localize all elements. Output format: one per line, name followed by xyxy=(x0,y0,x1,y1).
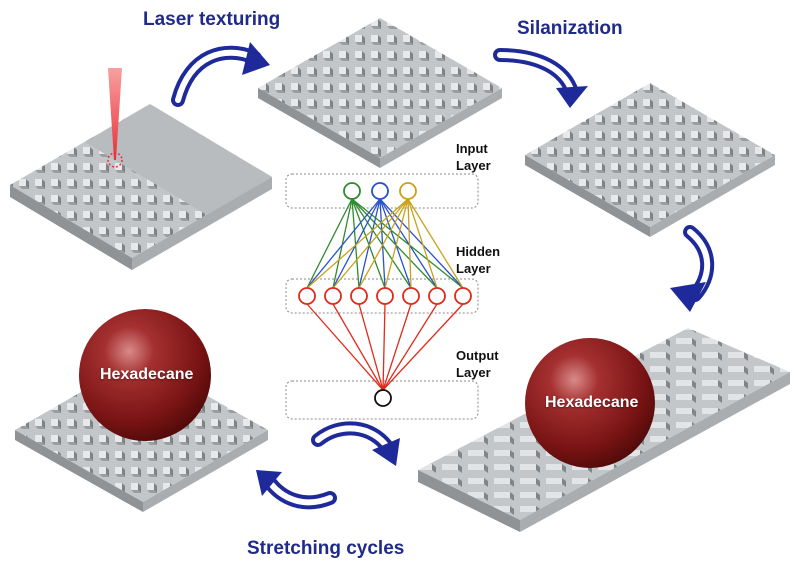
input-hidden-edge xyxy=(332,198,409,289)
input-hidden-edge xyxy=(407,198,464,289)
output-layer-label-line2: Layer xyxy=(456,365,491,380)
input-hidden-edge xyxy=(351,198,386,289)
arrow-silanized-to-stretched xyxy=(670,225,715,312)
input-layer-label-line2: Layer xyxy=(456,158,491,173)
input-hidden-edge xyxy=(379,198,464,289)
hexadecane-label-right: Hexadecane xyxy=(545,394,639,411)
hexadecane-label-left: Hexadecane xyxy=(100,366,194,383)
output-layer-label-line1: Output xyxy=(456,348,499,363)
hidden-node xyxy=(376,287,394,305)
stretching-cycles-label: Stretching cycles xyxy=(247,538,405,559)
laser-beam xyxy=(107,68,123,168)
hexadecane-droplet-left xyxy=(79,309,211,441)
arrow-textured-to-silanized xyxy=(493,48,588,108)
hidden-output-edge xyxy=(382,303,386,391)
hidden-layer-label-line2: Layer xyxy=(456,261,491,276)
input-hidden-edge xyxy=(379,198,438,289)
output-layer-label: Output Layer xyxy=(456,347,499,381)
textured-surface xyxy=(258,18,502,168)
input-hidden-edge xyxy=(306,198,381,289)
input-hidden-edge xyxy=(379,198,386,289)
hidden-output-edge xyxy=(382,303,464,391)
input-layer-label-line1: Input xyxy=(456,141,488,156)
hexadecane-droplet-right xyxy=(525,338,655,468)
hidden-node xyxy=(454,287,472,305)
input-hidden-edge xyxy=(384,198,409,289)
laser-texturing-label: Laser texturing xyxy=(143,9,281,30)
hidden-output-edge xyxy=(332,303,384,391)
input-hidden-edge xyxy=(351,198,438,289)
hidden-output-edge xyxy=(382,303,438,391)
hidden-node xyxy=(324,287,342,305)
hidden-output-edge xyxy=(382,303,412,391)
input-hidden-edge xyxy=(332,198,381,289)
hidden-layer-label-line1: Hidden xyxy=(456,244,501,259)
arrow-cycle-right xyxy=(311,421,400,466)
arrow-cycle-left xyxy=(256,470,337,510)
input-hidden-edge xyxy=(332,198,353,289)
input-hidden-edge xyxy=(351,198,412,289)
input-hidden-edge xyxy=(407,198,438,289)
input-hidden-edge xyxy=(358,198,409,289)
arrow-laser-to-textured xyxy=(171,42,270,107)
silanization-label: Silanization xyxy=(517,18,623,39)
input-hidden-edge xyxy=(407,198,412,289)
input-hidden-edge xyxy=(379,198,412,289)
input-hidden-edge xyxy=(351,198,464,289)
input-node xyxy=(371,182,389,200)
input-node xyxy=(399,182,417,200)
hidden-output-edge xyxy=(306,303,384,391)
input-node xyxy=(343,182,361,200)
laser-texturing-surface xyxy=(10,104,272,270)
input-layer-box xyxy=(285,173,479,209)
hidden-layer-label: Hidden Layer xyxy=(456,243,500,277)
hidden-node xyxy=(350,287,368,305)
input-layer-label: Input Layer xyxy=(456,140,491,174)
hidden-node xyxy=(298,287,316,305)
input-hidden-edge xyxy=(358,198,381,289)
hidden-node xyxy=(402,287,420,305)
input-hidden-edge xyxy=(306,198,353,289)
input-hidden-edge xyxy=(351,198,360,289)
output-node xyxy=(374,389,392,407)
silanized-surface xyxy=(525,83,775,237)
neural-network xyxy=(285,173,479,420)
output-layer-box xyxy=(285,380,479,420)
hidden-node xyxy=(428,287,446,305)
hidden-output-edge xyxy=(358,303,384,391)
input-hidden-edge xyxy=(306,198,409,289)
